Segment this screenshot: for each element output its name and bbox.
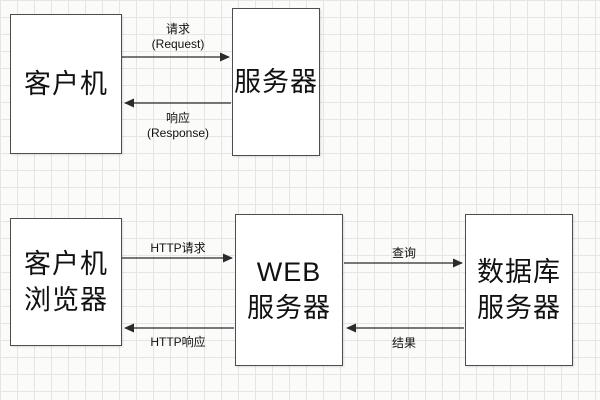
query-label: 查询: [391, 246, 417, 260]
request-label-en: (Request): [151, 37, 205, 51]
browser-box-line1: 客户机: [24, 248, 108, 279]
request-label-cn: 请求: [165, 22, 191, 36]
web-server-box-line2: 服务器: [247, 293, 331, 323]
db-server-box-line1: 数据库: [477, 256, 561, 287]
response-label-cn: 响应: [165, 111, 191, 125]
db-server-box: 数据库 服务器: [465, 214, 573, 366]
server-box: 服务器: [232, 8, 320, 156]
http-request-label: HTTP请求: [150, 241, 206, 255]
client-box: 客户机: [10, 14, 122, 154]
browser-box-line2: 浏览器: [24, 285, 108, 315]
response-label-en: (Response): [146, 126, 210, 140]
http-response-label: HTTP响应: [150, 335, 206, 349]
server-box-label: 服务器: [234, 66, 318, 97]
web-server-box-line1: WEB: [256, 256, 322, 287]
result-label: 结果: [391, 336, 417, 350]
browser-box: 客户机 浏览器: [10, 218, 122, 346]
db-server-box-line2: 服务器: [477, 293, 561, 323]
client-box-label: 客户机: [24, 68, 108, 99]
web-server-box: WEB 服务器: [235, 214, 343, 366]
